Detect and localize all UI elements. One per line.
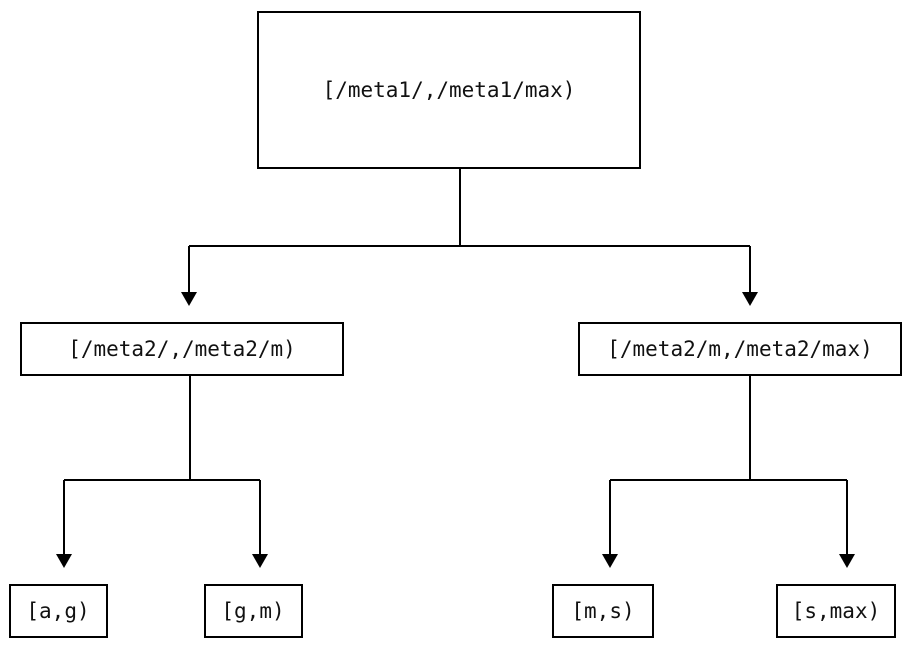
node-label-leaf-gm: [g,m): [221, 599, 284, 623]
tree-node-leaf-ag[interactable]: [a,g): [8, 583, 109, 639]
arrowhead-icon: [602, 554, 618, 568]
edge-layer: [56, 168, 855, 568]
node-label-mid-left: [/meta2/,/meta2/m): [68, 337, 296, 361]
tree-node-mid-right[interactable]: [/meta2/m,/meta2/max): [577, 321, 903, 377]
node-label-root: [/meta1/,/meta1/max): [323, 78, 576, 102]
node-box-mid-left: [19, 321, 345, 377]
node-box-leaf-gm: [203, 583, 304, 639]
node-box-root: [256, 10, 642, 170]
arrowhead-icon: [181, 292, 197, 306]
arrowhead-icon: [252, 554, 268, 568]
node-box-mid-right: [577, 321, 903, 377]
arrowhead-icon: [839, 554, 855, 568]
tree-node-root[interactable]: [/meta1/,/meta1/max): [256, 10, 642, 170]
tree-node-leaf-smax[interactable]: [s,max): [775, 583, 897, 639]
tree-node-leaf-ms[interactable]: [m,s): [551, 583, 655, 639]
arrowhead-icon: [742, 292, 758, 306]
node-label-leaf-ms: [m,s): [571, 599, 634, 623]
node-box-leaf-ag: [8, 583, 109, 639]
node-label-mid-right: [/meta2/m,/meta2/max): [607, 337, 873, 361]
node-box-leaf-smax: [775, 583, 897, 639]
node-label-leaf-smax: [s,max): [792, 599, 881, 623]
node-label-leaf-ag: [a,g): [26, 599, 89, 623]
tree-node-leaf-gm[interactable]: [g,m): [203, 583, 304, 639]
node-box-leaf-ms: [551, 583, 655, 639]
arrowhead-icon: [56, 554, 72, 568]
tree-node-mid-left[interactable]: [/meta2/,/meta2/m): [19, 321, 345, 377]
node-layer: [/meta1/,/meta1/max) [/meta2/,/meta2/m) [/…: [8, 10, 903, 639]
